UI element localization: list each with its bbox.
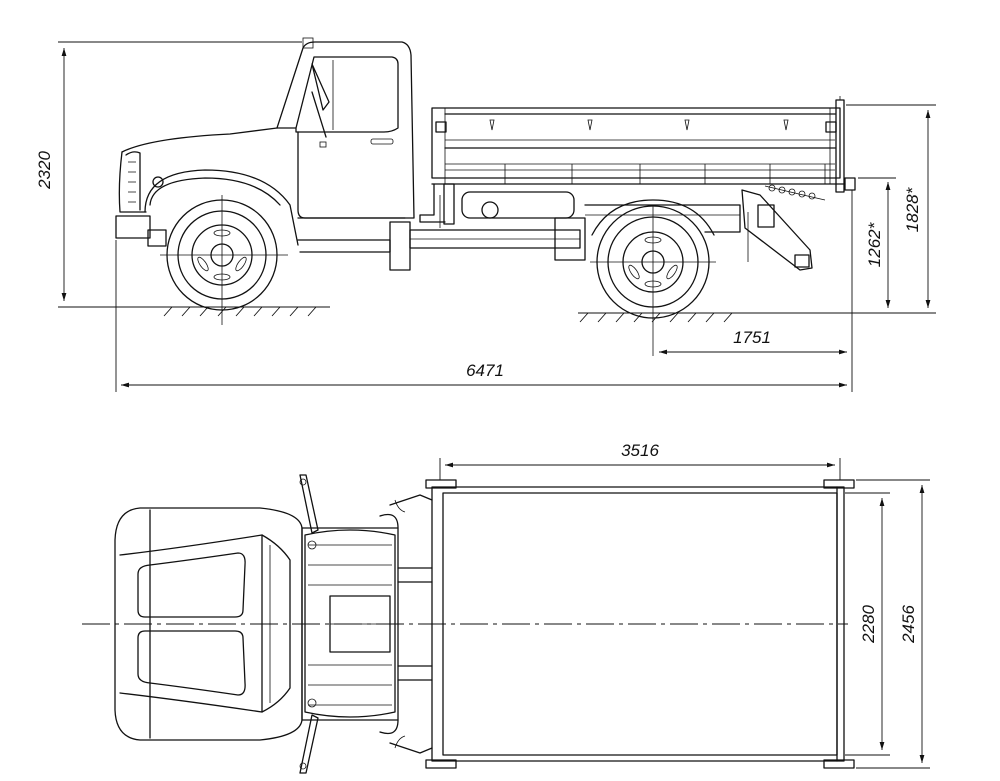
dim-overall-height-label: 2320 <box>35 151 54 190</box>
dim-overall-length: 6471 <box>115 240 853 392</box>
rear-wheel <box>590 199 716 356</box>
dim-frame-height-label: 1262* <box>865 221 884 267</box>
front-wheel <box>160 195 288 325</box>
cab <box>276 37 415 219</box>
dump-body <box>419 96 856 228</box>
dim-frame-height: 1262* <box>858 177 896 308</box>
ground-line-front <box>162 306 330 317</box>
dim-rear-height: 1828* <box>740 104 936 314</box>
dim-body-length: 3516 <box>439 441 841 480</box>
cargo-body-top <box>425 479 855 769</box>
hood <box>115 127 299 247</box>
dim-overall-width-label: 2456 <box>899 605 918 644</box>
dim-rear-height-label: 1828* <box>903 186 922 232</box>
dim-overall-width: 2456 <box>856 479 930 769</box>
chassis-top <box>389 494 433 754</box>
chassis-frame <box>297 184 826 271</box>
top-view: 3516 2280 2456 <box>82 441 930 774</box>
dim-body-inner-width: 2280 <box>845 492 890 756</box>
side-view: 2320 1262* 1828* 1751 6471 <box>35 37 936 392</box>
cab-top <box>114 474 319 774</box>
dim-body-inner-width-label: 2280 <box>859 605 878 644</box>
ground-line-rear <box>578 312 740 323</box>
dim-rear-overhang-label: 1751 <box>733 328 771 347</box>
dim-rear-overhang: 1751 <box>659 190 853 360</box>
dim-body-length-label: 3516 <box>621 441 659 460</box>
cab-back <box>301 513 399 735</box>
dim-overall-length-label: 6471 <box>466 361 504 380</box>
dim-overall-height: 2320 <box>35 41 302 308</box>
